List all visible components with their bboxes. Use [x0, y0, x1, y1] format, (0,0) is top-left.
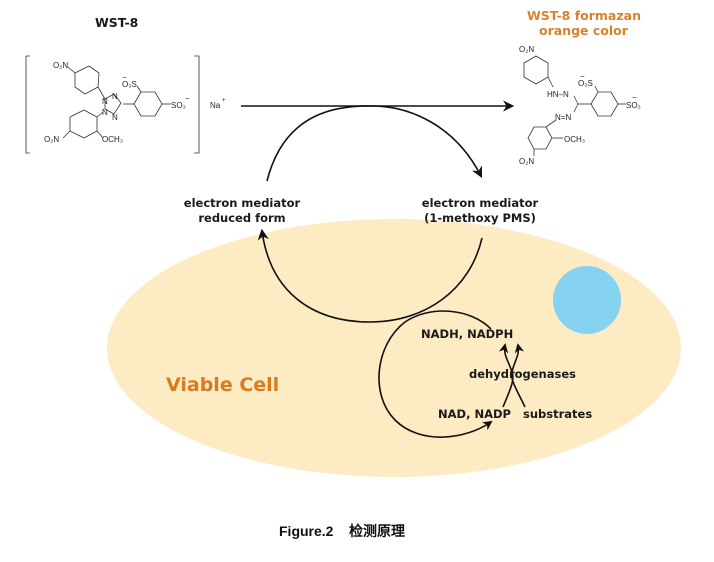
formazan-methoxy: OCH₃: [564, 135, 585, 144]
formazan-sulfonate-right-charge: −: [632, 93, 637, 102]
sulfonate-right-label: SO₃: [171, 101, 186, 110]
figure-caption-text: 检测原理: [349, 523, 405, 540]
sulfophenyl-ring: [133, 91, 163, 117]
nitro-bottom-label: O₂N: [44, 135, 59, 144]
reduced-mediator-line1: electron mediator: [184, 196, 301, 210]
formazan-sulfonate-right: SO₃: [626, 101, 641, 110]
sulfonate-right-charge: −: [185, 94, 190, 103]
tetrazolium-n1: N: [102, 97, 108, 106]
formazan-title-line1: WST-8 formazan: [527, 8, 641, 23]
top-phenyl-ring: [74, 65, 100, 95]
nitro-top-label: O₂N: [53, 61, 68, 70]
oxidized-mediator-line2: (1-methoxy PMS): [424, 211, 536, 225]
formazan-title-line2: orange color: [539, 23, 629, 38]
figure-label: Figure.2: [279, 523, 334, 539]
formazan-sulfonate-top-charge: −: [580, 72, 585, 81]
nad-cycle-arc: [378, 310, 493, 438]
formazan-sulfophenyl-ring: [590, 91, 619, 117]
tetrazolium-ring: [104, 93, 122, 115]
methoxy-label: OCH₃: [102, 135, 123, 144]
sodium-counter-ion: Na: [210, 101, 221, 110]
tetrazolium-n2: N: [112, 92, 118, 101]
wst8-structure: WST-8 O₂N N N N N O₂N OCH₃ O₃S − SO₃ − N…: [25, 15, 226, 154]
tetrazolium-n3: N: [102, 108, 108, 117]
mediator-reduction-arc: [257, 228, 483, 323]
sodium-charge: +: [222, 98, 226, 104]
substrates-label: substrates: [523, 407, 592, 421]
bottom-phenyl-ring: [69, 109, 98, 139]
reduced-mediator-line2: reduced form: [198, 211, 285, 225]
nad-nadp-label: NAD, NADP: [438, 407, 511, 421]
tetrazolium-n4: N: [112, 113, 118, 122]
formazan-hydrazo: HN–N: [547, 90, 569, 99]
formazan-bottom-ring: [527, 126, 553, 150]
cell-nucleus: [553, 266, 621, 334]
dehydrogenases-label: dehydrogenases: [469, 367, 576, 381]
nadh-nadph-label: NADH, NADPH: [421, 327, 513, 341]
formazan-nitro-bottom: O₂N: [519, 157, 534, 166]
sulfonate-top-charge: −: [122, 73, 127, 82]
sulfonate-top-label: O₃S: [122, 80, 137, 89]
viable-cell-label: Viable Cell: [166, 374, 279, 396]
formazan-nitro-top: O₂N: [519, 45, 534, 54]
substrate-to-nadh-arrow: [510, 343, 526, 408]
left-bracket: [25, 55, 30, 154]
oxidized-mediator-line1: electron mediator: [422, 196, 539, 210]
right-bracket: [194, 55, 200, 154]
formazan-azo: N=N: [555, 113, 571, 122]
viable-cell: [107, 219, 681, 477]
mediator-oxidation-arc: [266, 105, 483, 182]
formazan-sulfonate-top: O₃S: [578, 79, 593, 88]
formazan-top-ring: [523, 55, 549, 85]
wst8-title: WST-8: [95, 15, 138, 30]
formazan-structure: WST-8 formazan orange color O₂N HN–N O₃S…: [519, 8, 641, 166]
